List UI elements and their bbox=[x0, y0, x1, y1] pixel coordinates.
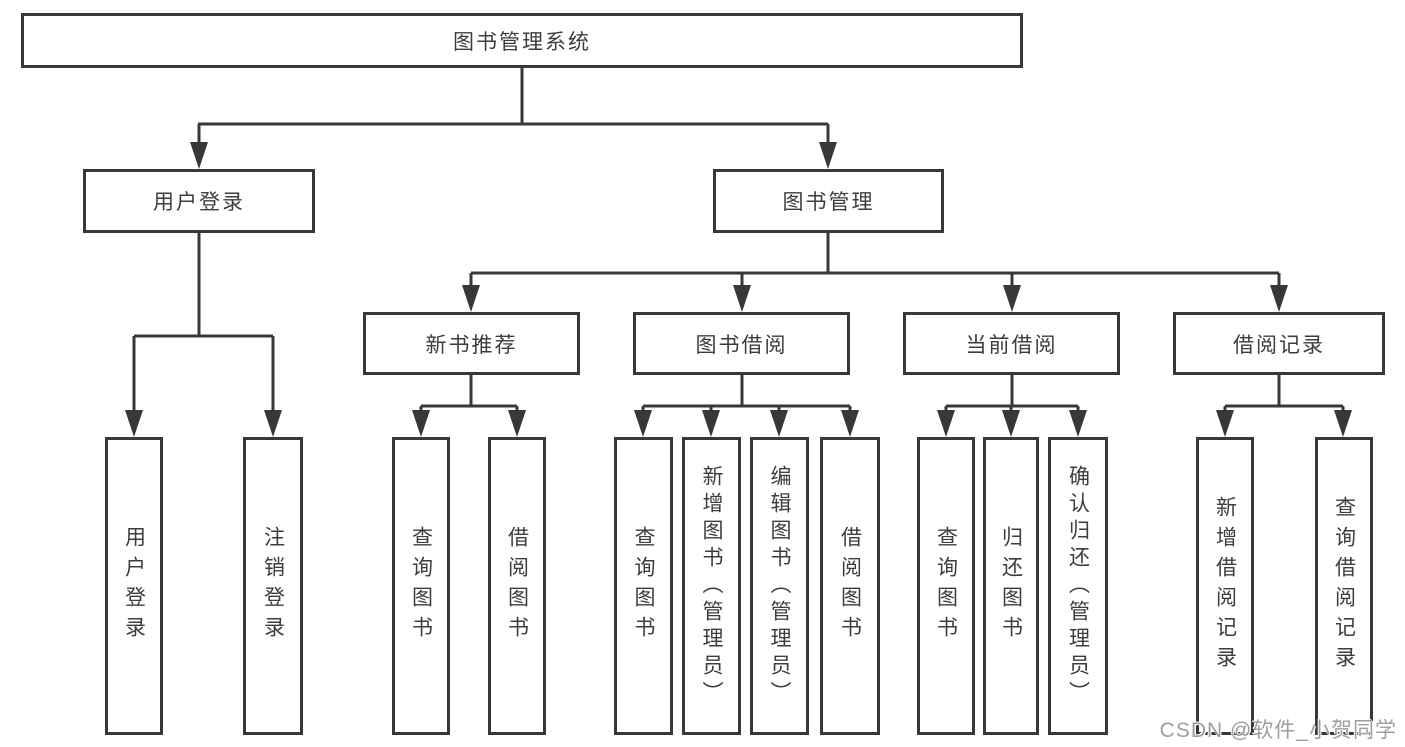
leaf-label: 新增图书（管理员） bbox=[700, 464, 723, 708]
leaf-label: 归还图书 bbox=[999, 526, 1023, 646]
leaf-borrow-books-recommend: 借阅图书 bbox=[488, 437, 546, 735]
leaf-query-books-borrow: 查询图书 bbox=[614, 437, 673, 735]
leaf-label: 注销登录 bbox=[261, 526, 285, 646]
leaf-label: 借阅图书 bbox=[505, 526, 529, 646]
leaf-label: 编辑图书（管理员） bbox=[768, 464, 791, 708]
leaf-query-borrow-record: 查询借阅记录 bbox=[1315, 437, 1373, 735]
node-borrowing-records: 借阅记录 bbox=[1173, 312, 1385, 375]
arrowhead bbox=[770, 410, 788, 437]
arrowhead bbox=[937, 410, 955, 437]
leaf-borrow-books: 借阅图书 bbox=[820, 437, 880, 735]
node-user-login: 用户登录 bbox=[83, 169, 315, 233]
leaf-label: 查询图书 bbox=[632, 526, 655, 646]
arrowhead bbox=[841, 410, 859, 437]
arrowhead bbox=[508, 410, 526, 437]
node-library-management-system: 图书管理系统 bbox=[21, 13, 1023, 68]
arrowhead bbox=[1216, 410, 1234, 437]
arrowhead bbox=[1003, 285, 1021, 312]
arrowhead bbox=[412, 410, 430, 437]
arrowhead bbox=[264, 410, 282, 437]
node-label: 当前借阅 bbox=[965, 333, 1058, 357]
leaf-user-login: 用户登录 bbox=[105, 437, 163, 735]
leaf-label: 新增借阅记录 bbox=[1213, 496, 1237, 676]
arrowhead bbox=[190, 142, 208, 169]
node-book-management: 图书管理 bbox=[713, 169, 944, 233]
leaf-logout: 注销登录 bbox=[243, 437, 303, 735]
leaf-edit-books-admin: 编辑图书（管理员） bbox=[750, 437, 809, 735]
leaf-label: 用户登录 bbox=[122, 526, 146, 646]
leaf-label: 查询图书 bbox=[934, 526, 958, 646]
node-current-borrowing: 当前借阅 bbox=[903, 312, 1120, 375]
arrowhead bbox=[634, 410, 652, 437]
arrowhead bbox=[125, 410, 143, 437]
arrowhead bbox=[1002, 410, 1020, 437]
csdn-watermark: CSDN @软件_小贺同学 bbox=[1159, 719, 1397, 742]
node-book-borrowing: 图书借阅 bbox=[633, 312, 850, 375]
arrowhead bbox=[1334, 410, 1352, 437]
arrowhead bbox=[1270, 285, 1288, 312]
arrowhead bbox=[819, 142, 837, 169]
arrowhead bbox=[462, 285, 480, 312]
node-label: 图书借阅 bbox=[695, 333, 788, 357]
node-label: 借阅记录 bbox=[1233, 333, 1325, 357]
node-label: 新书推荐 bbox=[425, 333, 518, 357]
leaf-add-books-admin: 新增图书（管理员） bbox=[682, 437, 741, 735]
leaf-label: 查询图书 bbox=[409, 526, 433, 646]
arrowhead bbox=[702, 410, 720, 437]
leaf-return-books: 归还图书 bbox=[983, 437, 1039, 735]
node-label: 用户登录 bbox=[153, 191, 245, 214]
leaf-label: 查询借阅记录 bbox=[1332, 496, 1356, 676]
leaf-confirm-return-admin: 确认归还（管理员） bbox=[1048, 437, 1108, 735]
arrowhead bbox=[1069, 410, 1087, 437]
node-label: 图书管理 bbox=[782, 191, 875, 214]
leaf-query-books-current: 查询图书 bbox=[917, 437, 975, 735]
leaf-add-borrow-record: 新增借阅记录 bbox=[1196, 437, 1254, 735]
arrowhead bbox=[733, 285, 751, 312]
node-label: 图书管理系统 bbox=[453, 30, 591, 54]
leaf-label: 确认归还（管理员） bbox=[1066, 464, 1090, 708]
leaf-query-books-recommend: 查询图书 bbox=[392, 437, 450, 735]
node-new-book-recommendation: 新书推荐 bbox=[363, 312, 580, 375]
leaf-label: 借阅图书 bbox=[838, 526, 862, 646]
